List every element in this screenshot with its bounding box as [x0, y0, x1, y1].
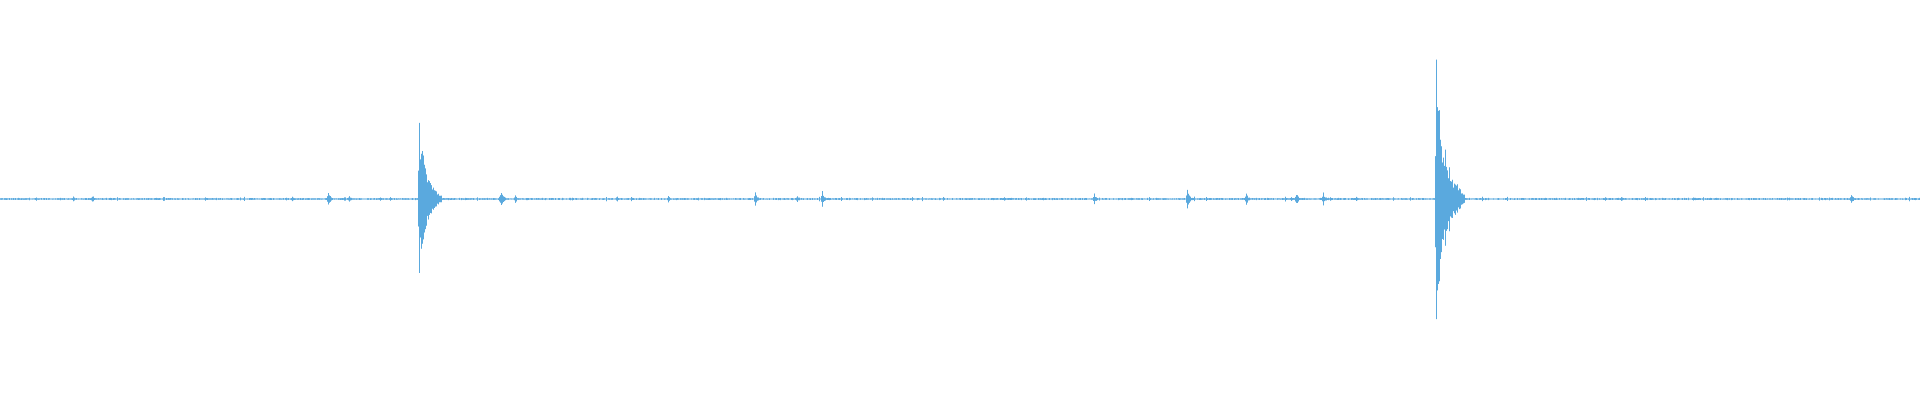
- waveform-peaks: [0, 59, 1920, 320]
